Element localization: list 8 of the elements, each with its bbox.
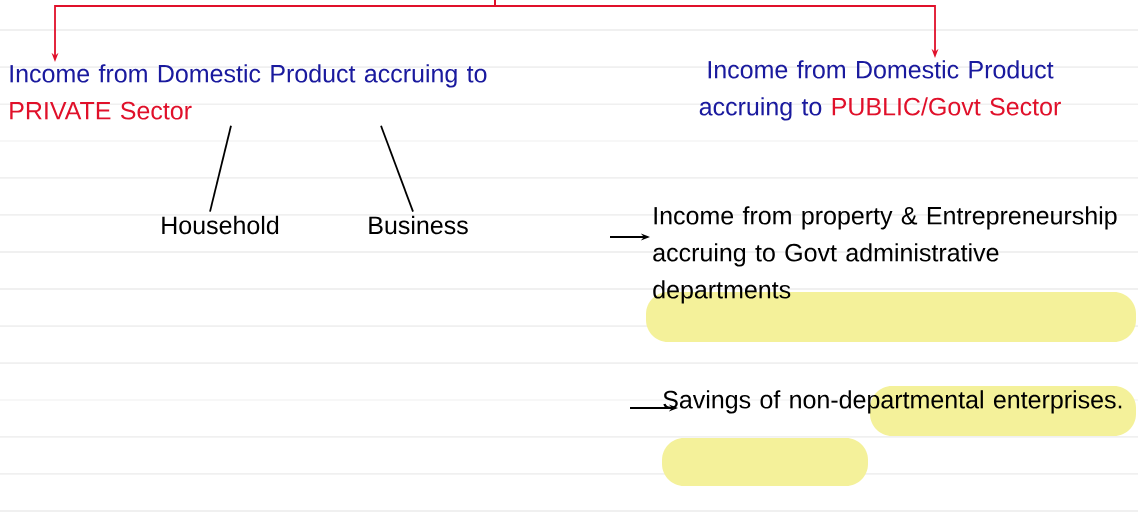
- branch-line: [209, 124, 232, 213]
- note-text: Income from property & Entrepreneurship accruing to Govt administrative departments: [653, 206, 1117, 304]
- category-text: Household: [162, 215, 279, 235]
- note-text: Savings of non-departmental enterprises.: [663, 390, 1122, 414]
- category-text: Business: [369, 215, 468, 235]
- heading-text: Income from Domestic Product accruing to PRIVATE Sector: [10, 64, 487, 120]
- branch-line: [380, 124, 414, 213]
- heading-text: Income from Domestic Product accruing to PUBLIC/Govt Sector: [699, 60, 1061, 121]
